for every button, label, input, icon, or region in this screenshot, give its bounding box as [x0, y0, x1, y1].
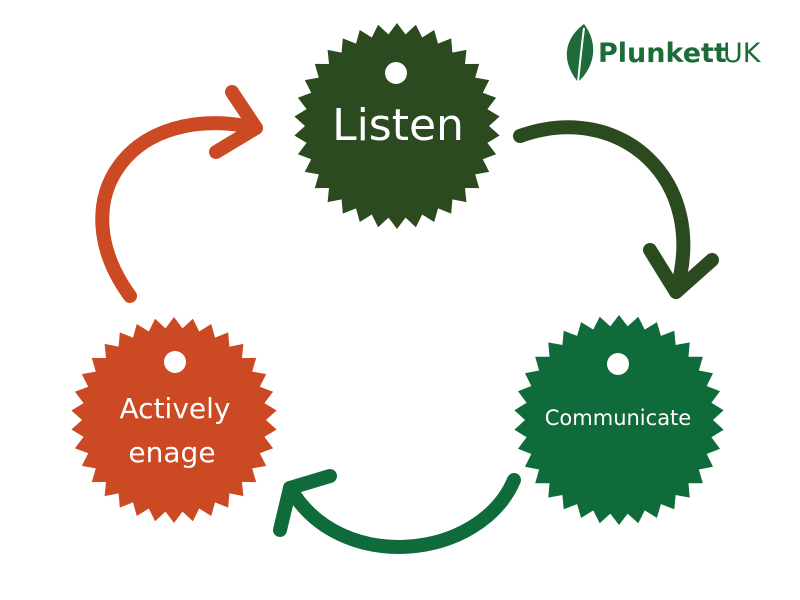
node-label-listen: Listen — [332, 100, 464, 151]
node-engage: Actively enage — [71, 317, 277, 523]
arrow-listen-to-communicate — [513, 120, 719, 299]
node-label-engage-line1: Actively — [120, 392, 231, 425]
logo-brand: Plunkett — [598, 38, 727, 69]
arrow-engage-to-listen — [95, 85, 263, 303]
seal-badge-communicate — [514, 315, 724, 525]
arrow-communicate-to-engage — [273, 469, 521, 554]
node-communicate: Communicate — [514, 315, 724, 525]
node-label-engage-line2: enage — [128, 436, 215, 469]
hole-icon — [164, 351, 186, 373]
seal-badge-engage — [71, 317, 277, 523]
node-listen: Listen — [294, 23, 500, 229]
leaf-icon — [566, 24, 594, 83]
hole-icon — [385, 62, 407, 84]
seal-badge-listen — [294, 23, 500, 229]
hole-icon — [607, 353, 629, 375]
logo: Plunkett UK — [566, 24, 762, 83]
node-label-communicate: Communicate — [545, 406, 691, 430]
logo-suffix: UK — [723, 38, 762, 69]
